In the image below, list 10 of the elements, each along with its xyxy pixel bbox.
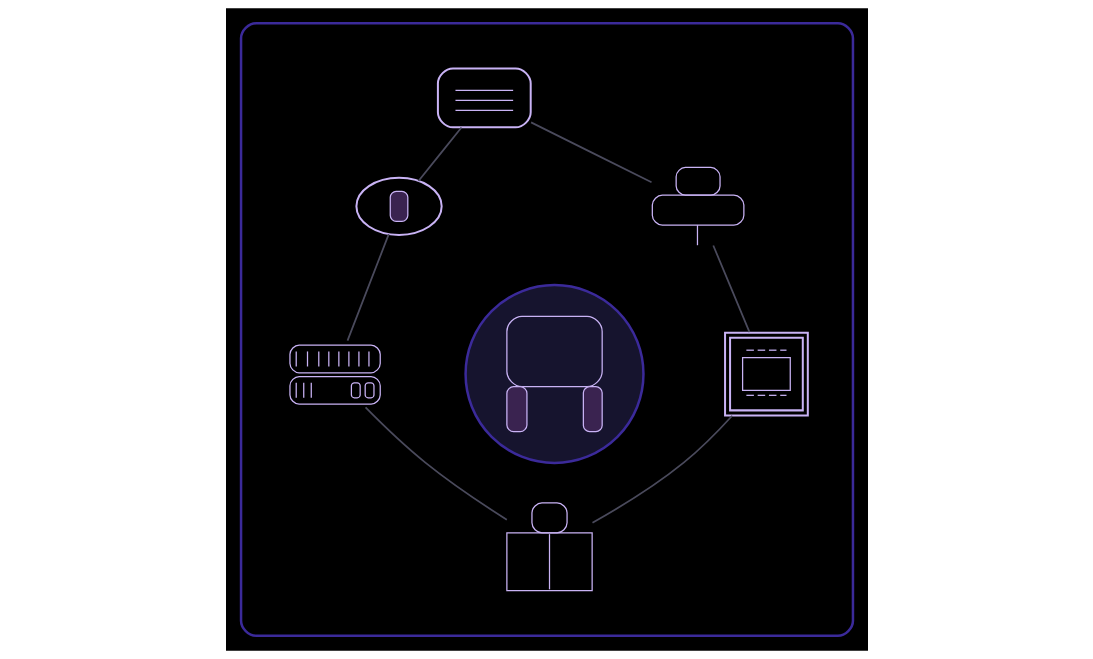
node-picture bbox=[436, 67, 532, 129]
node-picture bbox=[354, 176, 443, 236]
node-circle bbox=[463, 283, 645, 465]
connector bbox=[529, 121, 652, 184]
connector bbox=[364, 406, 508, 521]
connector bbox=[417, 126, 462, 182]
connector bbox=[346, 233, 390, 342]
connector bbox=[711, 244, 750, 334]
connector bbox=[591, 414, 733, 524]
node-picture bbox=[723, 331, 809, 417]
